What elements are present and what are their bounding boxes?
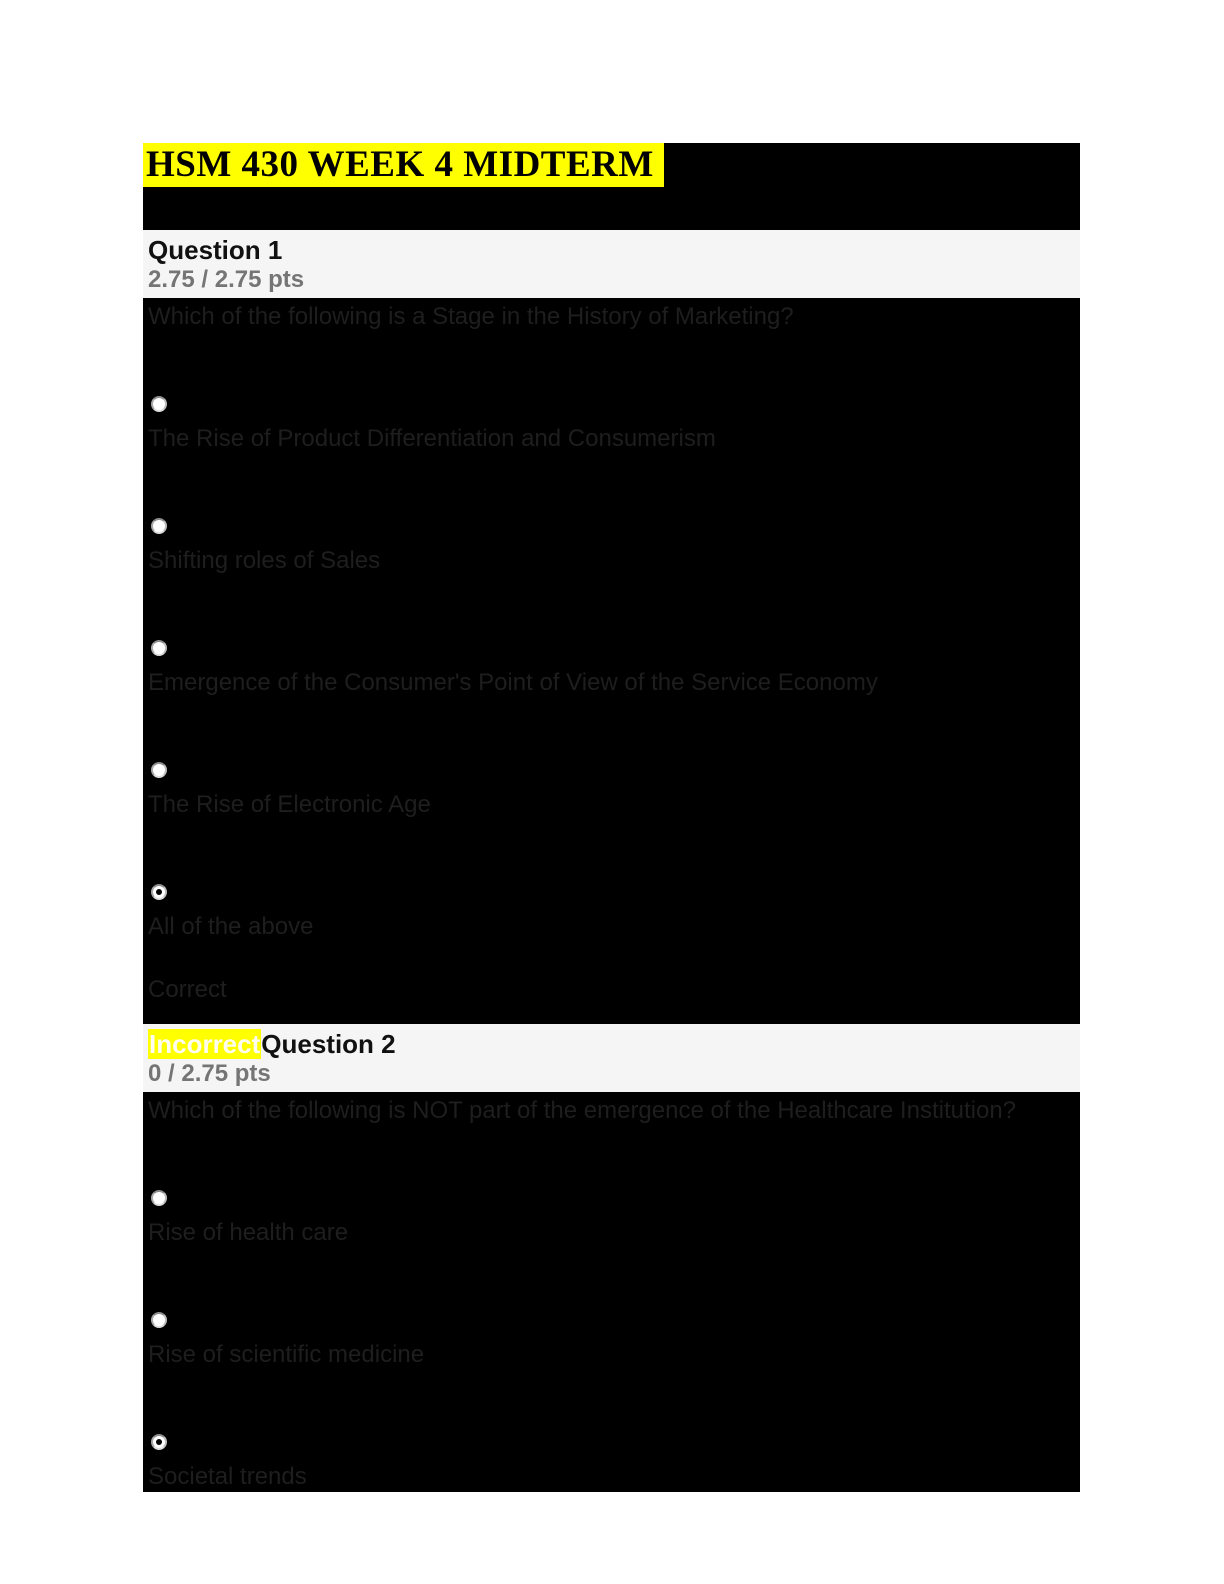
option-label: Rise of health care	[148, 1219, 349, 1246]
option-label: Societal trends	[148, 1463, 307, 1490]
question-1-body: Which of the following is a Stage in the…	[143, 298, 1080, 1024]
answer-option: Emergence of the Consumer's Point of Vie…	[148, 605, 1072, 698]
answer-option: Shifting roles of Sales	[148, 483, 1072, 576]
question-1-points: 2.75 / 2.75 pts	[148, 266, 305, 293]
question-1-header: Question 1 2.75 / 2.75 pts	[143, 230, 1080, 298]
result-label: Correct	[148, 976, 227, 1003]
radio-button[interactable]	[151, 1190, 167, 1206]
question-2-title: Question 2	[261, 1029, 396, 1059]
question-1-text: Which of the following is a Stage in the…	[148, 303, 794, 330]
quiz-document: HSM 430 WEEK 4 MIDTERM Question 1 2.75 /…	[143, 143, 1080, 1492]
radio-button[interactable]	[151, 640, 167, 656]
option-label: Rise of scientific medicine	[148, 1341, 425, 1368]
option-label: The Rise of Electronic Age	[148, 791, 431, 818]
answer-option: Rise of scientific medicine	[148, 1277, 1072, 1370]
radio-button[interactable]	[151, 396, 167, 412]
answer-option: Societal trends	[148, 1399, 1072, 1492]
question-2-text: Which of the following is NOT part of th…	[148, 1097, 1017, 1124]
radio-button[interactable]	[151, 762, 167, 778]
title-bar: HSM 430 WEEK 4 MIDTERM	[143, 143, 1080, 230]
question-2-body: Which of the following is NOT part of th…	[143, 1092, 1080, 1492]
option-label: All of the above	[148, 913, 314, 940]
option-label: The Rise of Product Differentiation and …	[148, 425, 716, 452]
answer-option: Rise of health care	[148, 1155, 1072, 1248]
option-label: Emergence of the Consumer's Point of Vie…	[148, 669, 878, 696]
question-2-points: 0 / 2.75 pts	[148, 1060, 271, 1087]
radio-button[interactable]	[151, 1312, 167, 1328]
radio-button[interactable]	[151, 518, 167, 534]
answer-option: The Rise of Electronic Age	[148, 727, 1072, 820]
page-title: HSM 430 WEEK 4 MIDTERM	[143, 143, 664, 187]
question-1-title: Question 1	[148, 235, 283, 265]
radio-button[interactable]	[151, 1434, 167, 1450]
answer-option: The Rise of Product Differentiation and …	[148, 361, 1072, 454]
incorrect-badge: Incorrect	[148, 1029, 262, 1059]
question-2-header: IncorrectQuestion 2 0 / 2.75 pts	[143, 1024, 1080, 1092]
answer-option: All of the above	[148, 849, 1072, 942]
option-label: Shifting roles of Sales	[148, 547, 381, 574]
radio-button[interactable]	[151, 884, 167, 900]
